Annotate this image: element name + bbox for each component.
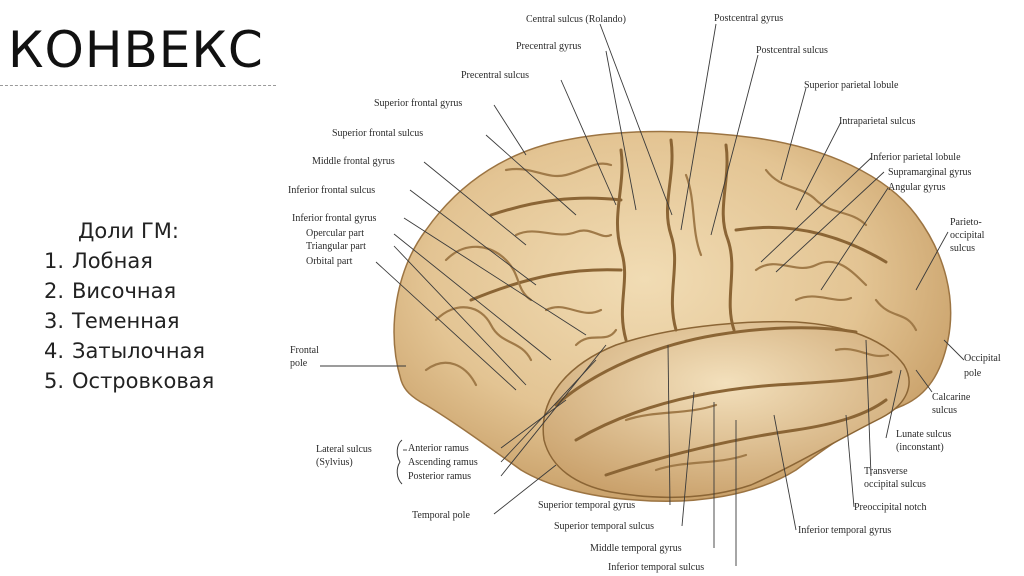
list-item: 1. Лобная [44,246,237,276]
label-lunate-sulcus-2: (inconstant) [896,442,944,453]
leader-lines [320,23,965,566]
label-parieto-occipital-sulcus-1: Parieto- [950,217,982,228]
label-angular-gyrus: Angular gyrus [888,182,946,193]
slide-title: КОНВЕКС [8,21,264,79]
label-intraparietal-sulcus: Intraparietal sulcus [839,116,915,127]
list-item-label: Височная [72,279,177,303]
label-lunate-sulcus-1: Lunate sulcus [896,429,951,440]
lobes-block: Доли ГМ: 1. Лобная 2. Височная 3. Теменная … [44,216,244,396]
label-frontal-pole-2: pole [290,358,308,369]
precentral-sulcus-line [615,148,628,342]
label-superior-temporal-sulcus: Superior temporal sulcus [554,521,654,532]
gyri-texture [424,162,918,472]
label-inferior-frontal-sulcus: Inferior frontal sulcus [288,185,375,196]
lateral-sulcus-line [554,326,858,407]
label-precentral-gyrus: Precentral gyrus [516,41,581,52]
label-triangular-part: Triangular part [306,241,366,252]
label-middle-temporal-gyrus: Middle temporal gyrus [590,543,682,554]
label-inferior-frontal-gyrus: Inferior frontal gyrus [292,213,377,224]
label-inferior-temporal-gyrus: Inferior temporal gyrus [798,525,891,536]
superior-frontal-sulcus-line [489,196,623,217]
label-superior-temporal-gyrus: Superior temporal gyrus [538,500,635,511]
label-calcarine-sulcus-2: sulcus [932,405,957,416]
list-item: 4. Затылочная [44,336,237,366]
label-anterior-ramus: Anterior ramus [408,443,469,454]
inferior-frontal-sulcus-line [469,268,623,302]
label-frontal-pole-1: Frontal [290,345,319,356]
list-item-label: Лобная [72,249,153,273]
list-item-number: 5. [44,369,65,393]
inferior-temporal-sulcus-line [604,398,888,477]
label-postcentral-sulcus: Postcentral sulcus [756,45,828,56]
lobes-heading: Доли ГМ: [78,219,180,243]
intraparietal-sulcus-line [734,225,888,264]
label-middle-frontal-gyrus: Middle frontal gyrus [312,156,395,167]
label-preoccipital-notch: Preoccipital notch [854,502,926,513]
label-superior-parietal-lobule: Superior parietal lobule [804,80,899,91]
label-orbital-part: Orbital part [306,256,353,267]
label-ascending-ramus: Ascending ramus [408,457,478,468]
list-item-label: Затылочная [72,339,206,363]
list-item-number: 4. [44,339,65,363]
temporal-lobe [542,320,910,499]
label-occipital-pole-1: Occipital [964,353,1001,364]
list-item-number: 1. [44,249,65,273]
label-parieto-occipital-sulcus-2: occipital [950,230,985,241]
label-posterior-ramus: Posterior ramus [408,471,471,482]
list-item: 5. Островковая [44,366,237,396]
label-superior-frontal-sulcus: Superior frontal sulcus [332,128,423,139]
label-parieto-occipital-sulcus-3: sulcus [950,243,975,254]
label-precentral-sulcus: Precentral sulcus [461,70,529,81]
label-lateral-sulcus-1: Lateral sulcus [316,444,372,455]
superior-temporal-sulcus-line [574,370,893,442]
brain-illustration: Central sulcus (Rolando) Postcentral gyr… [288,13,1001,573]
label-postcentral-gyrus: Postcentral gyrus [714,13,783,24]
title-divider [0,85,276,86]
label-supramarginal-gyrus: Supramarginal gyrus [888,167,972,178]
label-temporal-pole: Temporal pole [412,510,470,521]
list-item-number: 3. [44,309,65,333]
label-superior-frontal-gyrus: Superior frontal gyrus [374,98,462,109]
label-transverse-occipital-sulcus-1: Transverse [864,466,908,477]
central-sulcus-line [665,138,678,332]
label-central-sulcus: Central sulcus (Rolando) [526,14,626,25]
label-lateral-sulcus-2: (Sylvius) [316,457,353,468]
lateral-sulcus-bracket [396,439,403,485]
list-item: 2. Височная [44,276,237,306]
label-calcarine-sulcus-1: Calcarine [932,392,971,403]
lobes-list: 1. Лобная 2. Височная 3. Теменная 4. Затылоч… [44,246,244,396]
label-inferior-temporal-sulcus: Inferior temporal sulcus [608,562,704,573]
list-item-label: Островковая [72,369,215,393]
list-item-number: 2. [44,279,65,303]
brain-figure: Central sulcus (Rolando) Postcentral gyr… [276,0,1024,576]
label-inferior-parietal-lobule: Inferior parietal lobule [870,152,961,163]
list-item-label: Теменная [72,309,180,333]
list-item: 3. Теменная [44,306,237,336]
label-occipital-pole-2: pole [964,368,982,379]
label-opercular-part: Opercular part [306,228,364,239]
label-transverse-occipital-sulcus-2: occipital sulcus [864,479,926,490]
